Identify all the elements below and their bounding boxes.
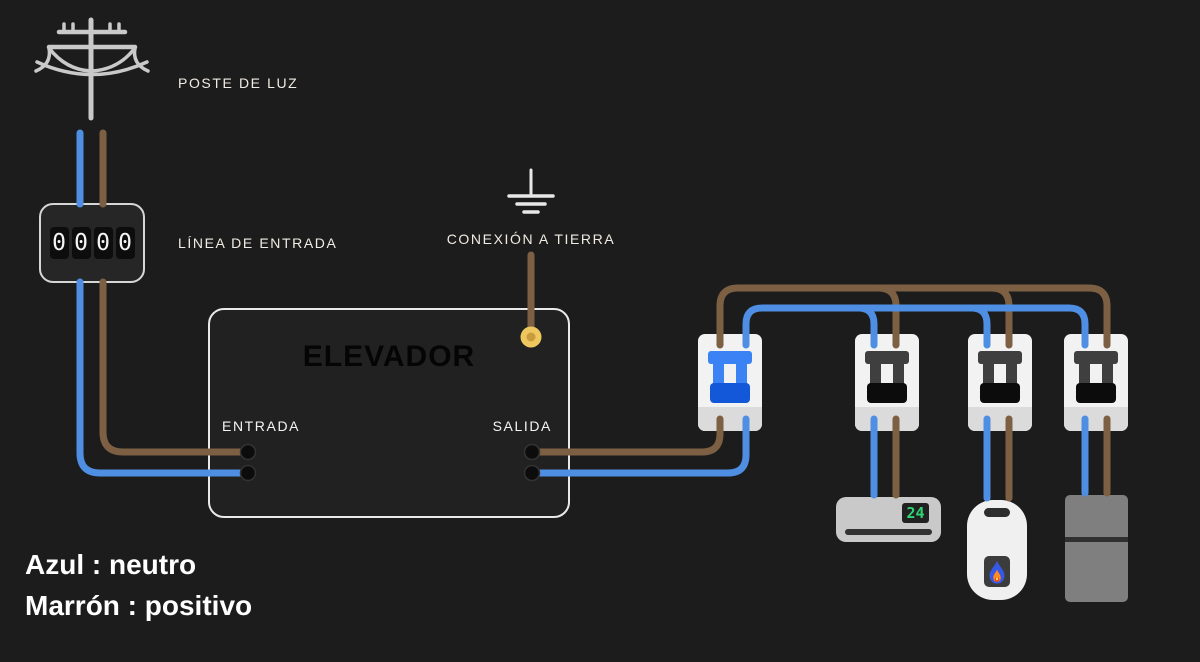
breaker-base-strip xyxy=(968,407,1032,431)
branch-breaker-ac xyxy=(855,334,919,431)
elevator-box: ELEVADOR ENTRADA SALIDA xyxy=(208,308,570,518)
meter-digit: 0 xyxy=(115,227,135,259)
utility-pole-icon xyxy=(34,17,150,121)
breaker-switch-icon xyxy=(1074,351,1118,407)
breaker-switch-icon xyxy=(708,351,752,407)
salida-label: SALIDA xyxy=(492,418,552,434)
legend: Azul : neutro Marrón : positivo xyxy=(25,544,252,626)
branch-breaker-heater xyxy=(968,334,1032,431)
meter-digit: 0 xyxy=(71,227,91,259)
refrigerator xyxy=(1065,495,1128,602)
ac-vent xyxy=(845,529,932,535)
water-heater xyxy=(967,500,1027,600)
pole-label: POSTE DE LUZ xyxy=(178,75,299,91)
fridge-divider xyxy=(1065,537,1128,542)
breaker-base-strip xyxy=(1064,407,1128,431)
air-conditioner: 24 xyxy=(836,497,941,542)
ground-symbol-icon xyxy=(507,168,555,214)
ac-temperature-display: 24 xyxy=(902,503,929,523)
heater-slot xyxy=(984,508,1010,517)
main-breaker xyxy=(698,334,762,431)
legend-neutral-line: Azul : neutro xyxy=(25,549,197,580)
ground-label: CONEXIÓN A TIERRA xyxy=(446,231,616,247)
breaker-base-strip xyxy=(698,407,762,431)
meter-digit: 0 xyxy=(49,227,69,259)
heater-burner-panel xyxy=(984,556,1010,587)
entrada-label: ENTRADA xyxy=(222,418,301,434)
breaker-switch-icon xyxy=(978,351,1022,407)
elevator-title: ELEVADOR xyxy=(302,340,476,373)
flame-icon xyxy=(989,560,1005,584)
input-line-label: LÍNEA DE ENTRADA xyxy=(178,235,338,251)
power-meter: 0 0 0 0 xyxy=(39,203,145,283)
branch-breaker-fridge xyxy=(1064,334,1128,431)
meter-digit: 0 xyxy=(93,227,113,259)
legend-positive-line: Marrón : positivo xyxy=(25,590,253,621)
breaker-switch-icon xyxy=(865,351,909,407)
breaker-base-strip xyxy=(855,407,919,431)
